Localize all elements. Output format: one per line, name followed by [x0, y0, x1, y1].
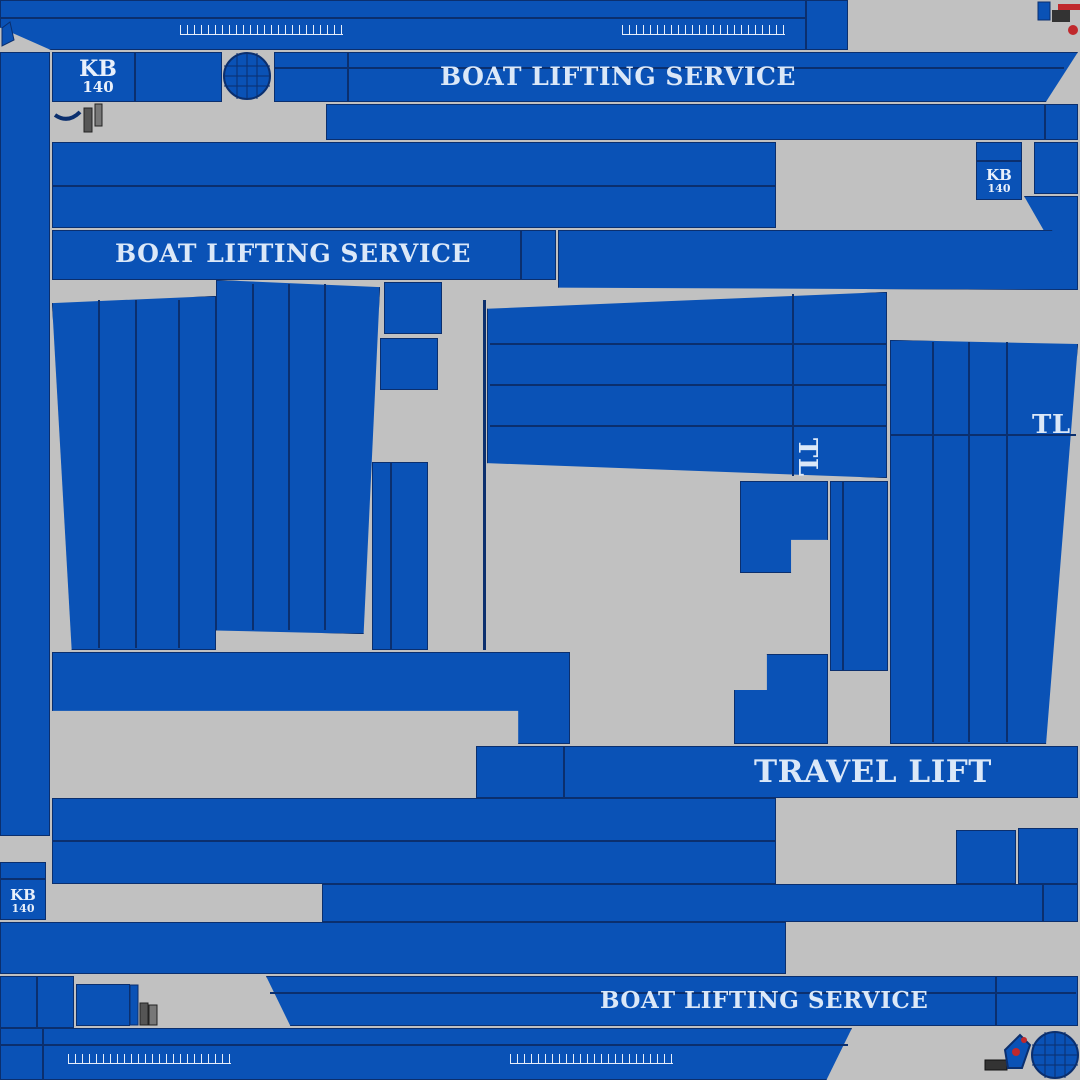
tl-label-right: TL — [1032, 410, 1071, 440]
kb-label-top: KB 140 — [70, 58, 126, 95]
post-right-tall-rib — [842, 481, 844, 671]
kb-plate-lower-seam — [0, 878, 46, 880]
beam-row-lower-2 — [0, 922, 786, 974]
post-right-tall — [830, 481, 888, 671]
service-beam-top-edge — [274, 67, 1064, 69]
block-bottom-left-1-seam — [36, 976, 38, 1028]
tl-panel-center-rib3 — [490, 425, 886, 427]
beam-double-upper-mid — [52, 185, 776, 187]
service-label-top: BOAT LIFTING SERVICE — [440, 62, 796, 91]
panel-left-a-rib3 — [178, 300, 180, 648]
travel-lift-seam — [563, 746, 565, 798]
beam-row-2-seam — [1044, 104, 1046, 140]
tick-strip-icon — [622, 25, 785, 35]
tl-panel-center-rib1 — [490, 343, 886, 345]
kb-plate-top — [52, 52, 222, 102]
bottom-beam-line — [0, 1044, 848, 1046]
tl-panel-center-rib2 — [490, 384, 886, 386]
kb-plate-lower — [0, 862, 46, 920]
bolt-cluster-icon — [129, 984, 158, 1026]
bolt-cluster-icon — [984, 1033, 1032, 1071]
tl-panel-right-rib3 — [1006, 342, 1008, 742]
tick-strip-icon — [510, 1054, 673, 1064]
panel-left-a — [52, 296, 216, 650]
kb-label-top-line2: 140 — [82, 78, 114, 96]
kb-label-lower-line2: 140 — [11, 902, 35, 915]
block-lower-right-1 — [956, 830, 1016, 884]
kb-plate-right — [976, 142, 1022, 200]
service-beam-bottom-edge — [270, 992, 1076, 994]
service-beam-mid — [52, 230, 556, 280]
beam-double-lower-mid — [52, 840, 776, 842]
panel-left-b-rib3 — [324, 284, 326, 630]
kb-plate-top-seam — [134, 52, 136, 102]
beam-row-lower-1 — [322, 884, 1078, 922]
kb-label-right-line2: 140 — [987, 182, 1011, 195]
grid-sphere-icon — [223, 52, 271, 100]
top-beam-seam — [805, 0, 807, 50]
block-small-1 — [384, 282, 442, 334]
beam-row-2 — [326, 104, 1078, 140]
block-small-2 — [380, 338, 438, 390]
service-beam-top — [274, 52, 1078, 102]
kb-label-lower-line1: KB — [10, 886, 36, 904]
bottom-beam-seam — [42, 1028, 44, 1080]
panel-left-a-rib1 — [98, 300, 100, 648]
beam-row-lower-1-seam — [1042, 884, 1044, 922]
service-beam-top-seam — [347, 52, 349, 102]
kb-label-right-line1: KB — [986, 166, 1012, 184]
panel-left-a-rib2 — [135, 300, 137, 648]
block-right-small — [1034, 142, 1078, 194]
tick-strip-icon — [68, 1054, 231, 1064]
tl-panel-center-seam — [792, 294, 794, 476]
block-bottom-left-2 — [76, 984, 130, 1026]
top-beam-line — [0, 17, 805, 19]
left-column-beam — [0, 52, 50, 836]
tl-panel-right-cross — [890, 434, 1076, 436]
bolt-cluster-icon — [1037, 1, 1080, 35]
tl-panel-right-rib1 — [932, 342, 934, 742]
panel-left-b-rib2 — [288, 284, 290, 630]
bolt-cluster-icon — [1, 21, 15, 47]
kb-label-right: KB 140 — [978, 166, 1020, 195]
tl-label-center: TL — [792, 438, 822, 477]
block-lower-right-2 — [1018, 828, 1078, 884]
tl-panel-right-rib2 — [968, 342, 970, 742]
beam-mid-right — [558, 230, 1078, 290]
service-label-bottom: BOAT LIFTING SERVICE — [600, 987, 929, 1014]
kb-label-top-line1: KB — [79, 56, 117, 82]
travel-lift-beam — [476, 746, 1078, 798]
service-beam-mid-seam — [520, 230, 522, 280]
kb-label-lower: KB 140 — [2, 886, 44, 915]
bolt-cluster-icon — [53, 103, 103, 133]
panel-left-b — [216, 280, 380, 634]
bracket-corner-1 — [740, 481, 828, 573]
tl-panel-right — [890, 340, 1078, 744]
service-beam-bottom — [266, 976, 1078, 1026]
panel-left-b-rib1 — [252, 284, 254, 630]
post-narrow — [372, 462, 428, 650]
service-beam-bottom-seam — [995, 976, 997, 1026]
tick-strip-icon — [180, 25, 343, 35]
grid-sphere-icon — [1031, 1031, 1079, 1079]
travel-lift-label: TRAVEL LIFT — [754, 754, 992, 790]
post-narrow-rib — [390, 462, 392, 650]
kb-plate-right-seam — [976, 160, 1022, 162]
thin-rod — [483, 300, 486, 650]
service-label-mid: BOAT LIFTING SERVICE — [115, 239, 471, 268]
